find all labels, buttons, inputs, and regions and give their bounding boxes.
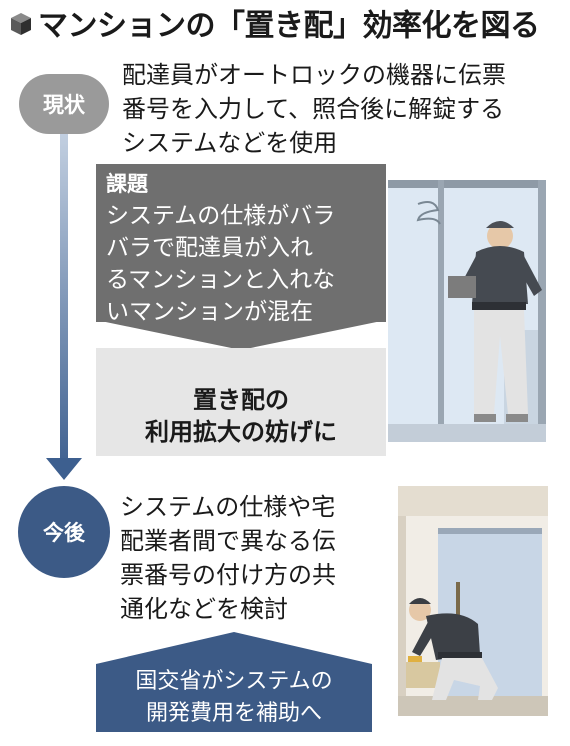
future-description: システムの仕様や宅 配業者間で異なる伝 票番号の付け方の共 通化などを検討 [120, 490, 390, 626]
support-line: 国交省がシステムの [135, 669, 333, 694]
cube-icon [10, 7, 32, 47]
issue-line: るマンションと入れな [106, 267, 336, 293]
courier-standing-icon [388, 180, 546, 442]
issue-heading: 課題 [106, 172, 148, 196]
stage-label-current: 現状 [19, 74, 109, 134]
obstacle-line: 利用拡大の妨げに [145, 418, 337, 446]
courier-at-door-illustration [388, 180, 546, 442]
current-description: 配達員がオートロックの機器に伝票 番号を入力して、照合後に解錠する システムなど… [122, 58, 562, 160]
future-line: 通化などを検討 [120, 595, 288, 623]
issue-line: いマンションが混在 [106, 299, 313, 325]
current-line: 番号を入力して、照合後に解錠する [122, 95, 505, 123]
obstacle-box [96, 348, 386, 456]
issue-text: 課題 システムの仕様がバラ バラで配達員が入れ るマンションと入れな いマンショ… [106, 168, 381, 328]
flow-line [60, 100, 68, 472]
flow-arrow-icon [46, 458, 82, 480]
courier-placing-package-icon [398, 486, 548, 716]
support-text: 国交省がシステムの 開発費用を補助へ [96, 666, 372, 730]
issue-line: バラで配達員が入れ [106, 235, 313, 261]
future-line: システムの仕様や宅 [120, 493, 336, 521]
future-line: 配業者間で異なる伝 [120, 527, 336, 555]
issue-line: システムの仕様がバラ [106, 203, 336, 229]
courier-placing-package-illustration [398, 486, 548, 716]
future-line: 票番号の付け方の共 [120, 561, 336, 589]
obstacle-text: 置き配の 利用拡大の妨げに [96, 384, 386, 448]
issue-arrow-icon [96, 320, 386, 350]
support-box [96, 664, 372, 732]
issue-box [96, 164, 386, 322]
current-line: システムなどを使用 [122, 129, 338, 157]
title-text: マンションの「置き配」効率化を図る [38, 8, 540, 44]
support-line: 開発費用を補助へ [145, 701, 322, 726]
stage-label-future: 今後 [18, 486, 110, 578]
page-title: マンションの「置き配」効率化を図る [10, 6, 565, 46]
current-line: 配達員がオートロックの機器に伝票 [122, 61, 506, 89]
support-arrow-icon [96, 632, 372, 664]
obstacle-line: 置き配の [193, 386, 289, 414]
